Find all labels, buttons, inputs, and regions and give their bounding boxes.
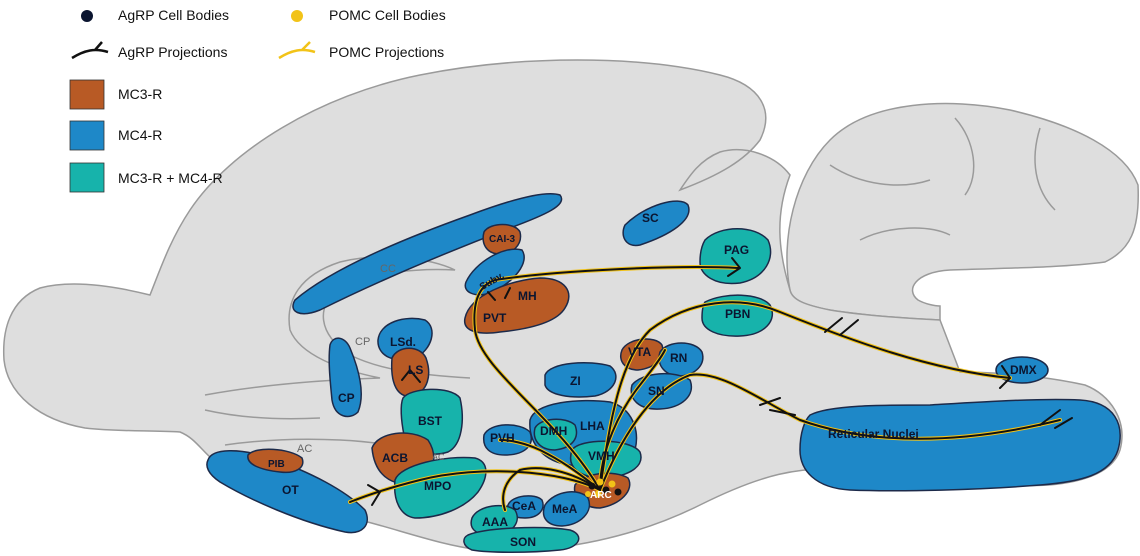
cerebellum-fold <box>859 227 951 241</box>
label-son: SON <box>510 535 536 549</box>
region-son <box>463 526 580 553</box>
label-dmx: DMX <box>1010 363 1037 377</box>
legend-mc4r: MC4-R <box>118 127 162 143</box>
label-pag: PAG <box>724 243 749 257</box>
label-pib: PIB <box>268 459 285 470</box>
label-dmh: DMH <box>540 424 567 438</box>
label-rn: RN <box>670 351 687 365</box>
label-ac: AC <box>297 443 312 455</box>
cerebellum-fold <box>954 117 975 196</box>
label-pbn: PBN <box>725 307 750 321</box>
cerebellum-fold <box>1034 127 1056 211</box>
label-pvt: PVT <box>483 311 507 325</box>
label-mpo: MPO <box>424 479 451 493</box>
legend-agrp-bodies: AgRP Cell Bodies <box>118 7 229 23</box>
region-pag <box>699 228 772 285</box>
region-cc <box>292 192 563 315</box>
label-ac-small: AC <box>432 452 445 462</box>
legend-mc3r-mc4r: MC3-R + MC4-R <box>118 170 223 186</box>
label-bst: BST <box>418 414 443 428</box>
label-zi: ZI <box>570 374 581 388</box>
label-cp-anatomy: CP <box>355 336 370 348</box>
label-sc: SC <box>642 211 659 225</box>
mc4r-swatch <box>69 120 105 151</box>
label-lsd: LSd. <box>390 335 416 349</box>
region-lsd <box>377 317 433 361</box>
arc-cell-bodies <box>585 478 622 498</box>
region-mh-pvt <box>464 277 570 334</box>
label-vmh: VMH <box>588 449 615 463</box>
label-cea: CeA <box>512 499 536 513</box>
legend: AgRP Cell Bodies POMC Cell Bodies AgRP P… <box>69 7 446 193</box>
region-ls <box>390 347 430 397</box>
legend-agrp-projections: AgRP Projections <box>118 44 227 60</box>
label-arc: ARC <box>590 490 612 501</box>
label-cc: CC <box>380 263 396 275</box>
region-cai3 <box>482 223 522 255</box>
label-vta: VTA <box>628 345 651 359</box>
pomc-projection-icon <box>278 41 316 60</box>
label-pvh: PVH <box>490 431 515 445</box>
ac-line <box>204 409 321 420</box>
cerebellum-fold <box>829 164 931 186</box>
region-subv <box>464 248 525 296</box>
region-pib <box>247 448 304 474</box>
label-ls: LS <box>408 363 423 377</box>
agrp-cell-body-icon <box>81 10 93 22</box>
label-mea: MeA <box>552 502 578 516</box>
label-aaa: AAA <box>482 515 508 529</box>
legend-pomc-bodies: POMC Cell Bodies <box>329 7 446 23</box>
pomc-cell-body-icon <box>291 10 303 22</box>
region-sc <box>622 200 690 247</box>
agrp-projections <box>349 257 1073 511</box>
projections-layer <box>348 257 1073 512</box>
mc3r-swatch <box>69 79 105 110</box>
region-rn <box>658 342 704 377</box>
label-lha: LHA <box>580 419 605 433</box>
agrp-projection-icon <box>71 41 109 60</box>
label-cai3: CAI-3 <box>489 234 516 245</box>
label-acb: ACB <box>382 451 408 465</box>
legend-pomc-projections: POMC Projections <box>329 44 444 60</box>
label-sn: SN <box>648 384 665 398</box>
label-reticular-nuclei: Reticular Nuclei <box>828 427 919 441</box>
region-cp <box>328 337 363 418</box>
legend-mc3r: MC3-R <box>118 86 162 102</box>
region-reticular-nuclei <box>799 398 1121 492</box>
cerebellum-shape <box>786 102 1139 321</box>
label-mh: MH <box>518 289 537 303</box>
regions-layer <box>206 192 1121 553</box>
region-labels: CAI-3 Subv. MH PVT SC PAG PBN LSd. LS CP… <box>268 211 1037 549</box>
mc3r-mc4r-swatch <box>69 162 105 193</box>
region-zi <box>544 362 617 398</box>
label-ot: OT <box>282 483 299 497</box>
region-mea <box>542 491 591 527</box>
label-cp: CP <box>338 391 355 405</box>
